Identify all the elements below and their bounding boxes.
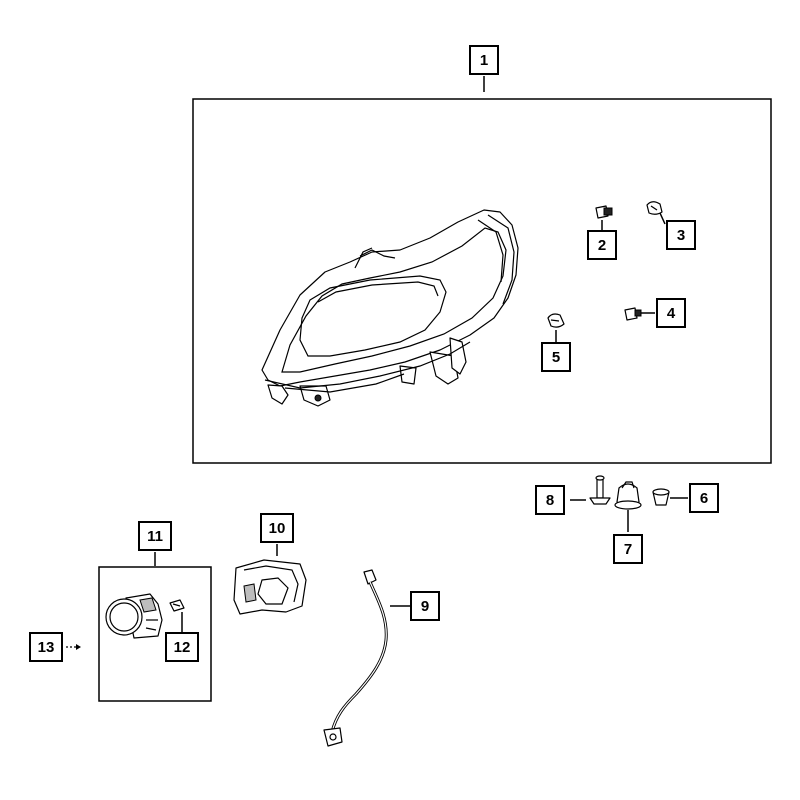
callout-4-label: 4 <box>667 305 676 322</box>
callout-11-label: 11 <box>147 528 163 545</box>
callout-8-label: 8 <box>546 492 554 509</box>
callout-2-label: 2 <box>598 237 606 254</box>
callout-10-label: 10 <box>269 520 286 537</box>
part-2-bulb[interactable] <box>595 205 613 219</box>
callout-6-label: 6 <box>700 490 708 507</box>
callout-3[interactable]: 3 <box>666 220 696 250</box>
part-3-bulb[interactable] <box>646 201 663 215</box>
part-6-grommet[interactable] <box>652 488 670 506</box>
part-7-socket[interactable] <box>614 481 642 510</box>
callout-5-label: 5 <box>552 349 560 366</box>
callout-9[interactable]: 9 <box>410 591 440 621</box>
callout-8[interactable]: 8 <box>535 485 565 515</box>
callout-9-label: 9 <box>421 598 429 615</box>
part-5-bulb[interactable] <box>547 313 565 328</box>
part-4-bulb[interactable] <box>624 307 642 321</box>
fog-lamp-frame <box>98 566 212 702</box>
part-10-bracket[interactable] <box>233 559 307 615</box>
callout-12[interactable]: 12 <box>165 632 199 662</box>
headlamp-assembly-frame <box>192 98 772 464</box>
part-12-bulb[interactable] <box>169 599 185 612</box>
callout-3-label: 3 <box>677 227 685 244</box>
callout-13-label: 13 <box>38 639 55 656</box>
callout-1-label: 1 <box>480 52 488 69</box>
callout-5[interactable]: 5 <box>541 342 571 372</box>
callout-11[interactable]: 11 <box>138 521 172 551</box>
callout-7[interactable]: 7 <box>613 534 643 564</box>
callout-12-label: 12 <box>174 639 191 656</box>
callout-13-arrow-icon <box>76 644 81 650</box>
part-11-fog-lamp[interactable] <box>105 593 163 639</box>
part-8-fastener[interactable] <box>589 475 611 505</box>
headlamp-assembly[interactable] <box>261 209 519 407</box>
callout-10[interactable]: 10 <box>260 513 294 543</box>
callout-6[interactable]: 6 <box>689 483 719 513</box>
callout-4[interactable]: 4 <box>656 298 686 328</box>
part-9-wiring-harness[interactable] <box>323 569 388 747</box>
callout-3-leader <box>659 212 666 225</box>
callout-13[interactable]: 13 <box>29 632 63 662</box>
callout-1[interactable]: 1 <box>469 45 499 75</box>
callout-7-label: 7 <box>624 541 632 558</box>
callout-2[interactable]: 2 <box>587 230 617 260</box>
